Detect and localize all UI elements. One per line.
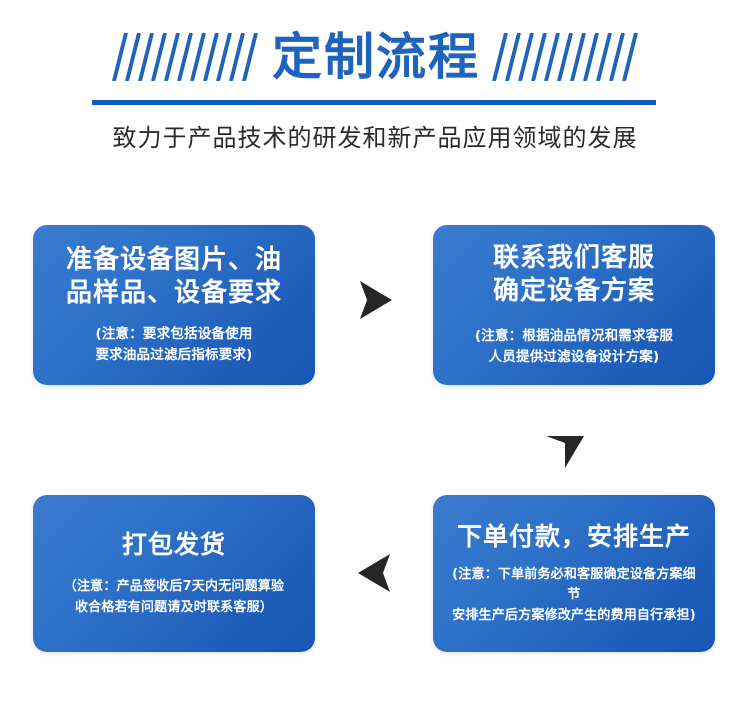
flow-step-card-3: 下单付款，安排生产 (注意：下单前务必和客服确定设备方案细节 安排生产后方案修改… [433, 495, 715, 652]
flow-step-note: (注意：根据油品情况和需求客服 人员提供过滤设备设计方案) [474, 328, 674, 366]
page-header: 定制流程 致力于产品技术的研发和新产品应用领域的发展 [0, 0, 750, 170]
flow-step-card-2: 联系我们客服 确定设备方案 (注意：根据油品情况和需求客服 人员提供过滤设备设计… [433, 225, 715, 385]
flow-step-card-1: 准备设备图片、油 品样品、设备要求 (注意：要求包括设备使用 要求油品过滤后指标… [33, 225, 315, 385]
flow-step-note: （注意：产品签收后7天内无问题算验 收合格若有问题请及时联系客服） [63, 579, 285, 615]
flow-step-title: 联系我们客服 确定设备方案 [492, 242, 655, 307]
flow-step-title: 准备设备图片、油 品样品、设备要求 [65, 244, 282, 309]
decorative-stripes-right [492, 31, 638, 83]
decorative-stripes-left [112, 31, 258, 83]
page-title: 定制流程 [272, 28, 480, 86]
stripe-icon [242, 33, 258, 81]
flow-step-note: (注意：下单前务必和客服确定设备方案细节 安排生产后方案修改产生的费用自行承担) [452, 567, 696, 623]
stripe-icon [622, 33, 638, 81]
header-divider [92, 100, 656, 105]
flow-step-title: 下单付款，安排生产 [456, 522, 691, 552]
flow-step-note: (注意：要求包括设备使用 要求油品过滤后指标要求) [95, 326, 253, 364]
flow-step-title: 打包发货 [121, 530, 226, 560]
page-subtitle: 致力于产品技术的研发和新产品应用领域的发展 [112, 124, 638, 152]
title-row: 定制流程 [0, 18, 750, 96]
flow-step-card-4: 打包发货 （注意：产品签收后7天内无问题算验 收合格若有问题请及时联系客服） [33, 495, 315, 652]
process-flow-diagram: 准备设备图片、油 品样品、设备要求 (注意：要求包括设备使用 要求油品过滤后指标… [0, 170, 750, 701]
